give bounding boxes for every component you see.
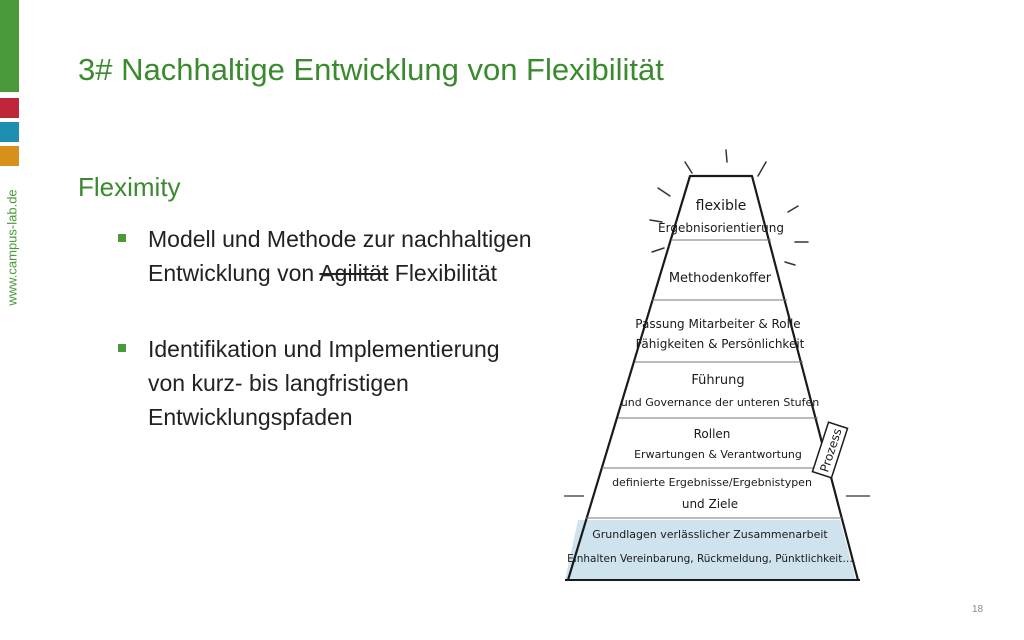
slide-title: 3# Nachhaltige Entwicklung von Flexibili…: [78, 52, 664, 87]
sidebar-red-bar: [0, 98, 19, 118]
pyramid-level-4-line-2: und Governance der unteren Stufen: [621, 396, 819, 409]
bullet-item: Modell und Methode zur nachhaltigen Entw…: [116, 222, 656, 290]
bullet-square-icon: [118, 344, 126, 352]
bullet-line: Entwicklungspfaden: [148, 404, 353, 430]
slide-subtitle: Fleximity: [78, 172, 181, 202]
sidebar-green-bar: [0, 0, 19, 92]
pyramid-level-1-line-1: flexible: [696, 198, 747, 214]
pyramid-level-5-line-1: Rollen: [694, 427, 731, 441]
pyramid-outline: [566, 174, 860, 581]
pyramid-level-6-line-2: und Ziele: [682, 497, 738, 511]
pyramid-base-shading: [565, 520, 856, 580]
pyramid-level-3-line-1: Passung Mitarbeiter & Rolle: [635, 317, 800, 331]
radiating-rays: [649, 149, 809, 266]
pyramid-level-6-line-1: definierte Ergebnisse/Ergebnistypen: [612, 476, 812, 489]
bullet-square-icon: [118, 234, 126, 242]
struck-word: Agilität: [319, 260, 389, 286]
bullet-item: Identifikation und Implementierung von k…: [116, 332, 656, 434]
pyramid-level-7-line-1: Grundlagen verlässlicher Zusammenarbeit: [592, 528, 828, 541]
sidebar-url: www.campus-lab.de: [4, 189, 20, 306]
bullet-list: Modell und Methode zur nachhaltigen Entw…: [116, 222, 656, 476]
bullet-line: Modell und Methode zur nachhaltigen: [148, 226, 532, 252]
pyramid-level-1-line-2: Ergebnisorientierung: [658, 221, 784, 235]
bullet-line: Identifikation und Implementierung: [148, 336, 500, 362]
bullet-text: Entwicklung von: [148, 260, 320, 286]
pyramid-level-2-line-1: Methodenkoffer: [669, 271, 772, 286]
pyramid-level-3-line-2: Fähigkeiten & Persönlichkeit: [636, 337, 805, 351]
page-number: 18: [972, 604, 984, 615]
pyramid-level-5-line-2: Erwartungen & Verantwortung: [634, 448, 802, 461]
pyramid-illustration: Prozess flexible Ergebnisorientierung Me…: [564, 149, 870, 581]
pyramid-level-7-line-2: Einhalten Vereinbarung, Rückmeldung, Pün…: [567, 553, 853, 565]
sidebar-orange-bar: [0, 146, 19, 166]
bullet-text: Flexibilität: [388, 260, 498, 286]
sidebar-blue-bar: [0, 122, 19, 142]
level-separators: [586, 239, 842, 519]
pyramid-level-4-line-1: Führung: [691, 373, 744, 388]
bullet-line: von kurz- bis langfristigen: [148, 370, 409, 396]
